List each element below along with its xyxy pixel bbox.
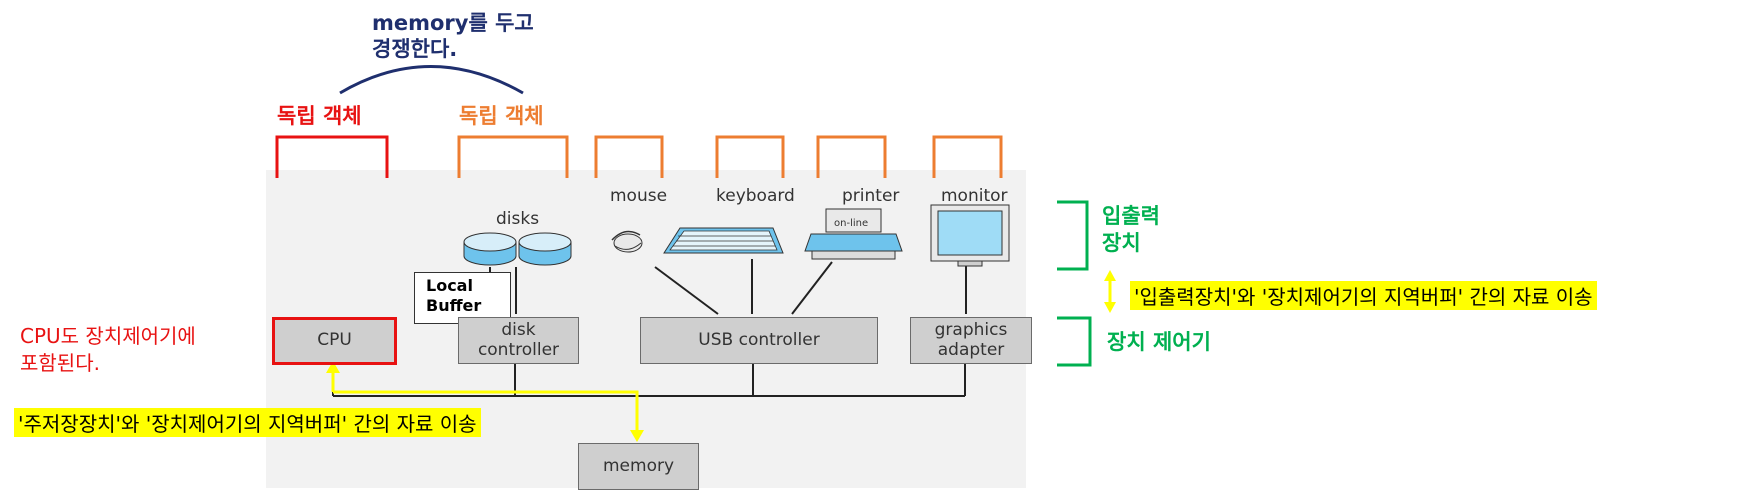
cpu-label: CPU	[317, 330, 352, 351]
keyboard-icon	[663, 227, 784, 254]
memory-transfer-label: '주저장장치'와 '장치제어기의 지역버퍼' 간의 자료 이송	[14, 408, 481, 437]
controller-bracket	[1057, 316, 1092, 367]
local-buffer-box: Local Buffer	[414, 272, 511, 324]
mouse-icon	[611, 230, 643, 253]
memory-box: memory	[578, 443, 699, 490]
io-device-line1: 입출력	[1102, 204, 1160, 228]
printer-icon	[804, 208, 903, 260]
monitor-bracket	[932, 135, 1003, 178]
cpu-controller-note-line1: CPU도 장치제어기에	[20, 324, 196, 348]
keyboard-label: keyboard	[716, 186, 795, 206]
disks-bracket	[457, 135, 569, 178]
memory-competition-note: memory를 두고 경쟁한다.	[372, 10, 534, 63]
graphics-adapter-line1: graphics	[934, 319, 1008, 340]
cpu-box: CPU	[272, 317, 397, 365]
disk-controller-line1: disk	[501, 319, 536, 340]
memory-label: memory	[602, 455, 675, 476]
competition-arc	[339, 65, 524, 95]
io-device-line2: 장치	[1102, 231, 1141, 256]
mouse-bracket	[594, 135, 664, 178]
keyboard-bracket	[715, 135, 785, 178]
monitor-icon	[930, 204, 1010, 267]
printer-bracket	[816, 135, 887, 178]
cpu-independent-label: 독립 객체	[277, 104, 362, 128]
cpu-bracket	[275, 135, 389, 178]
printer-label: printer	[842, 186, 900, 206]
device-controller-label: 장치 제어기	[1107, 330, 1211, 354]
usb-controller-box: USB controller	[640, 317, 878, 364]
printer-screen-text: on-line	[834, 218, 869, 229]
disk-controller-line2: controller	[477, 339, 560, 360]
disk-controller-box: disk controller	[458, 317, 579, 364]
local-buffer-line2: Buffer	[426, 296, 482, 315]
local-buffer-line1: Local	[426, 276, 473, 295]
memory-competition-line2: 경쟁한다.	[372, 37, 458, 62]
mouse-label: mouse	[610, 186, 668, 206]
io-device-bracket	[1057, 200, 1089, 271]
io-transfer-label: '입출력장치'와 '장치제어기의 지역버퍼' 간의 자료 이송	[1130, 281, 1597, 310]
cpu-controller-note-line2: 포함된다.	[20, 351, 100, 375]
memory-competition-line1: memory를 두고	[372, 11, 534, 35]
disk-independent-label: 독립 객체	[459, 104, 544, 128]
disks-label: disks	[496, 209, 540, 229]
graphics-adapter-line2: adapter	[937, 339, 1005, 360]
cpu-controller-note: CPU도 장치제어기에 포함된다.	[20, 323, 196, 377]
graphics-adapter-box: graphics adapter	[910, 317, 1032, 364]
usb-controller-label: USB controller	[698, 329, 820, 350]
io-device-label: 입출력 장치	[1102, 203, 1160, 258]
monitor-label: monitor	[941, 186, 1008, 206]
disks-icon	[463, 232, 572, 266]
